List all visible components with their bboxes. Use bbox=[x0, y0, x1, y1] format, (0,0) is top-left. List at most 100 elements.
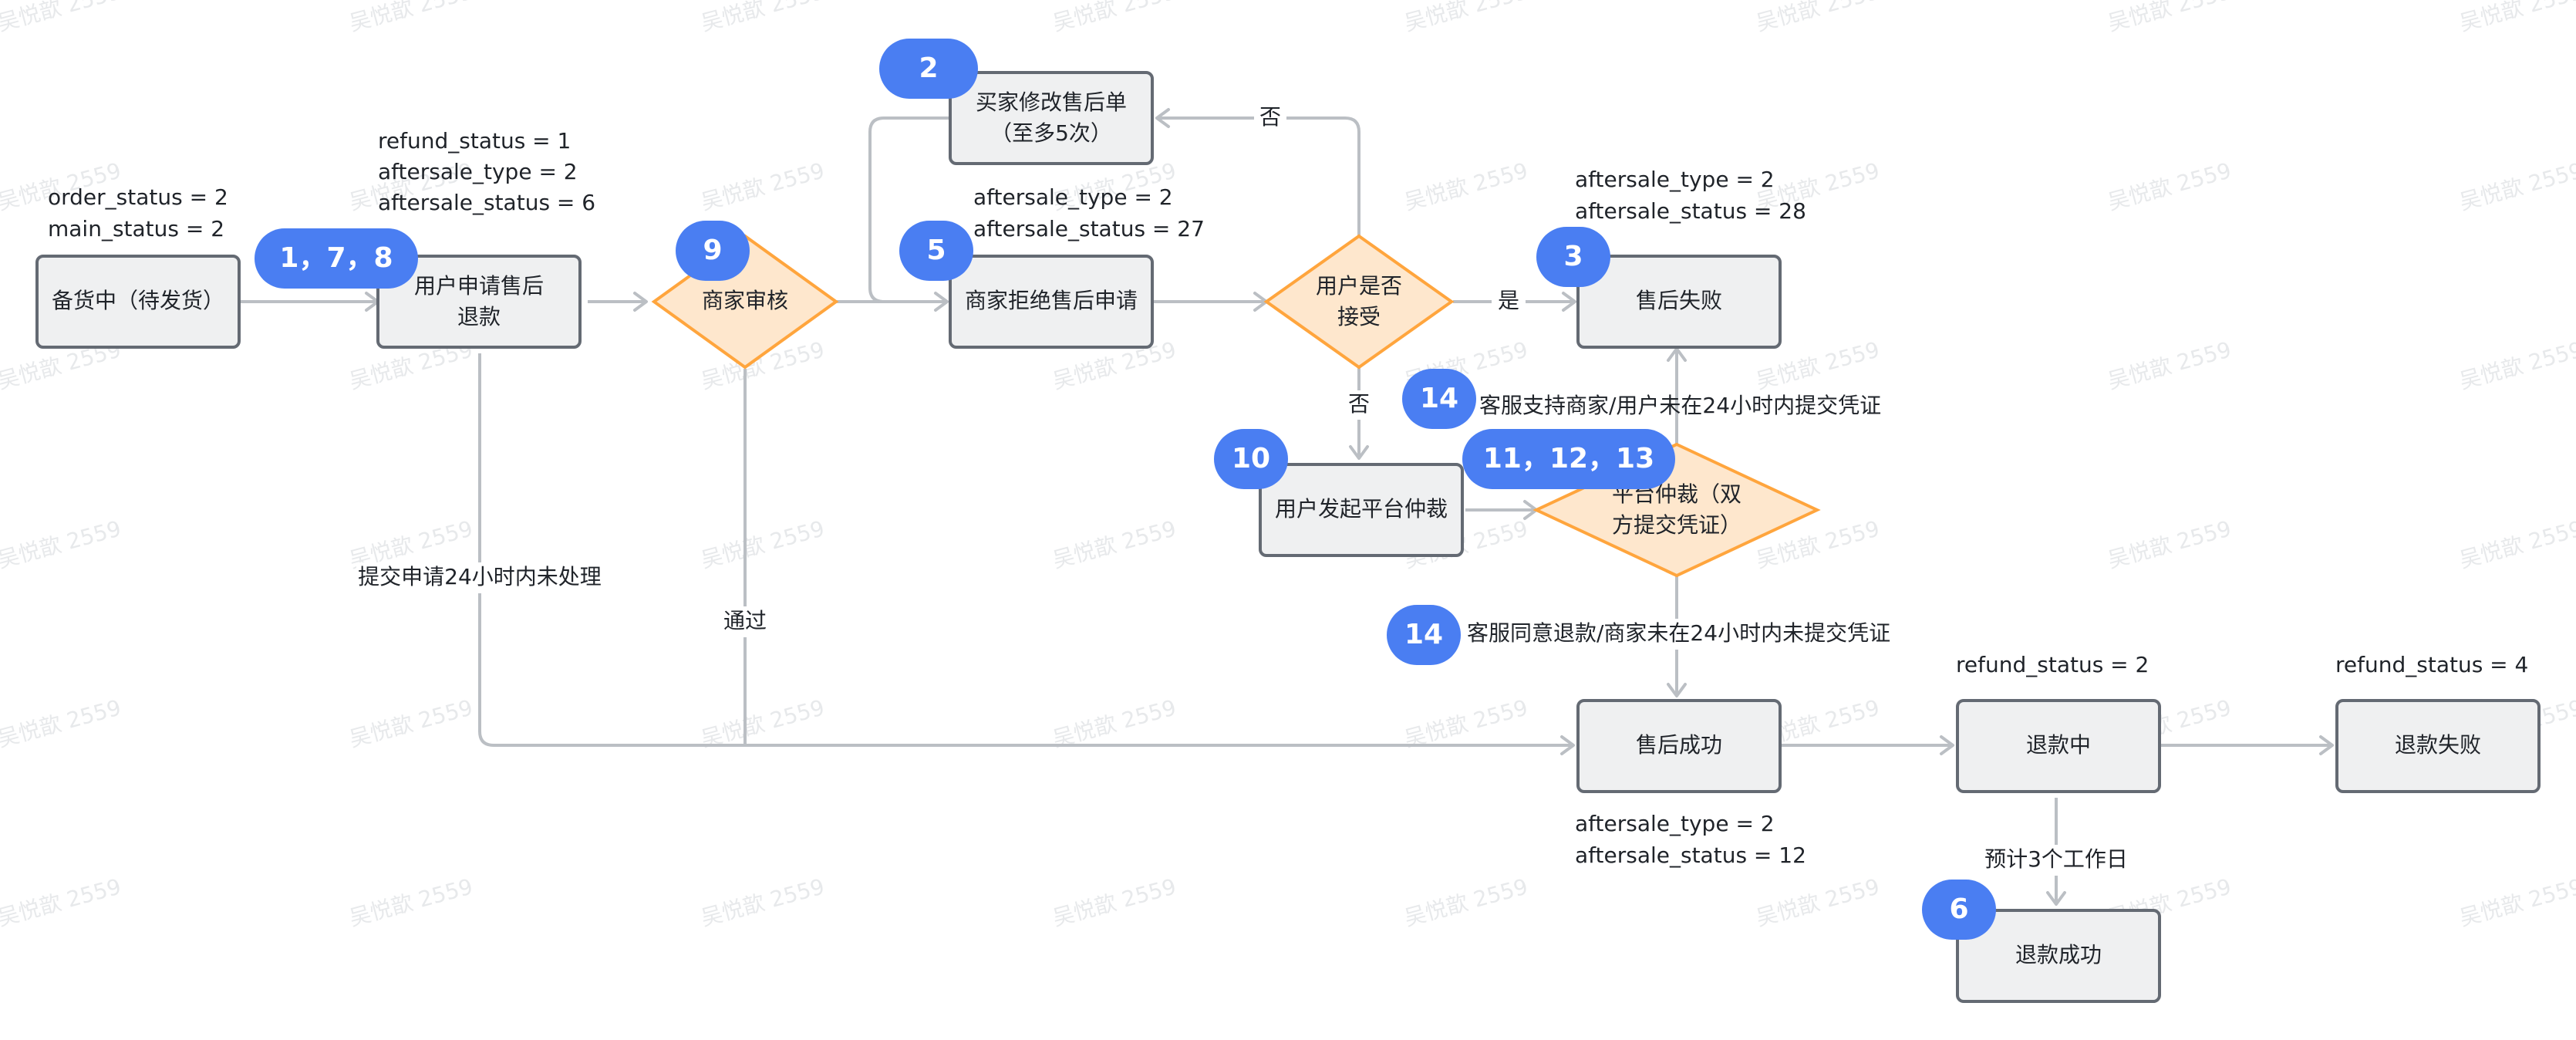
node-refunding[interactable]: 退款中 bbox=[1956, 699, 2161, 793]
edge-label-cs-support: 客服支持商家/用户未在24小时内提交凭证 bbox=[1479, 393, 1881, 418]
edge-label-no-down: 否 bbox=[1348, 391, 1370, 417]
node-refund-fail[interactable]: 退款失败 bbox=[2335, 699, 2541, 793]
watermark-text: 吴悦歆 2559 bbox=[698, 515, 827, 572]
watermark-text: 吴悦歆 2559 bbox=[1050, 515, 1178, 572]
annotation-refund-status-4: refund_status = 4 bbox=[2335, 652, 2528, 677]
annotation-main-status: main_status = 2 bbox=[48, 216, 224, 241]
arrowhead-icon bbox=[934, 292, 949, 312]
badge-14-support-text: 14 bbox=[1420, 383, 1458, 414]
watermark-text: 吴悦歆 2559 bbox=[1753, 0, 1882, 36]
badge-14-agree: 14 bbox=[1387, 605, 1461, 665]
watermark-text: 吴悦歆 2559 bbox=[2456, 873, 2576, 930]
node-aftersale-fail[interactable]: 售后失败 bbox=[1576, 255, 1782, 349]
connectors bbox=[241, 108, 2334, 906]
node-user-apply[interactable]: 用户申请售后 退款 bbox=[376, 255, 582, 349]
arrowhead-icon bbox=[633, 292, 648, 312]
nodes: 备货中（待发货） 用户申请售后 退款 商家审核 买家修改售后单 （至多5次） 商… bbox=[35, 71, 2541, 1003]
badge-10: 10 bbox=[1214, 429, 1288, 489]
watermark-text: 吴悦歆 2559 bbox=[1401, 0, 1530, 36]
node-aftersale-success-label: 售后成功 bbox=[1636, 732, 1722, 758]
badge-9: 9 bbox=[676, 221, 750, 281]
watermark-text: 吴悦歆 2559 bbox=[2105, 0, 2234, 36]
arrowhead-icon bbox=[2319, 735, 2334, 755]
edge-label-no-top: 否 bbox=[1259, 104, 1281, 130]
badge-6-text: 6 bbox=[1949, 893, 1968, 925]
node-aftersale-fail-label: 售后失败 bbox=[1636, 288, 1722, 313]
watermark-text: 吴悦歆 2559 bbox=[346, 0, 475, 36]
badge-1-7-8-text: 1，7，8 bbox=[279, 242, 393, 274]
node-refund-success[interactable]: 退款成功 bbox=[1956, 909, 2161, 1003]
badge-6: 6 bbox=[1922, 880, 1996, 940]
badge-9-text: 9 bbox=[703, 235, 722, 266]
badge-14-support: 14 bbox=[1402, 369, 1476, 429]
badge-11-12-13: 11，12，13 bbox=[1462, 429, 1675, 489]
annotation-aftersale-status-6: aftersale_status = 6 bbox=[378, 190, 595, 215]
node-refunding-label: 退款中 bbox=[2026, 732, 2091, 758]
watermark-text: 吴悦歆 2559 bbox=[0, 873, 123, 930]
node-user-arbitration[interactable]: 用户发起平台仲裁 bbox=[1259, 463, 1464, 557]
arrowhead-icon bbox=[1349, 445, 1369, 460]
arrowhead-icon bbox=[1560, 735, 1575, 755]
watermark-text: 吴悦歆 2559 bbox=[1401, 694, 1530, 751]
watermark-text: 吴悦歆 2559 bbox=[1050, 694, 1178, 751]
node-refund-fail-label: 退款失败 bbox=[2395, 732, 2481, 758]
watermark-text: 吴悦歆 2559 bbox=[698, 0, 827, 36]
arrowhead-icon bbox=[1562, 292, 1576, 312]
badge-1-7-8: 1，7，8 bbox=[255, 228, 418, 289]
edge-label-pass: 通过 bbox=[723, 608, 767, 633]
watermark-text: 吴悦歆 2559 bbox=[0, 515, 123, 572]
watermark-text: 吴悦歆 2559 bbox=[698, 873, 827, 930]
watermark-text: 吴悦歆 2559 bbox=[1050, 0, 1178, 36]
watermark-text: 吴悦歆 2559 bbox=[2456, 0, 2576, 36]
watermark-text: 吴悦歆 2559 bbox=[698, 694, 827, 751]
watermark-text: 吴悦歆 2559 bbox=[1401, 873, 1530, 930]
edge-label-yes: 是 bbox=[1498, 288, 1519, 313]
step-badges: 1，7，8 2 9 5 3 14 10 11，12，13 bbox=[255, 39, 1996, 940]
node-merchant-review-label: 商家审核 bbox=[702, 288, 788, 313]
badge-11-12-13-text: 11，12，13 bbox=[1483, 443, 1654, 474]
node-user-accept-line2: 接受 bbox=[1337, 304, 1381, 329]
node-aftersale-success[interactable]: 售后成功 bbox=[1576, 699, 1782, 793]
node-user-accept-line1: 用户是否 bbox=[1316, 273, 1402, 299]
node-stocking-label: 备货中（待发货） bbox=[52, 288, 224, 313]
watermark-text: 吴悦歆 2559 bbox=[2456, 515, 2576, 572]
node-user-apply-line2: 退款 bbox=[457, 304, 501, 329]
watermark-text: 吴悦歆 2559 bbox=[1401, 157, 1530, 214]
watermark-text: 吴悦歆 2559 bbox=[0, 694, 123, 751]
edge-label-3days: 预计3个工作日 bbox=[1984, 846, 2128, 872]
node-buyer-modify[interactable]: 买家修改售后单 （至多5次） bbox=[949, 71, 1154, 165]
annotation-aftersale-type-success: aftersale_type = 2 bbox=[1575, 811, 1775, 836]
badge-5-text: 5 bbox=[926, 235, 946, 266]
edge-labels: 否 是 否 提交申请24小时内未处理 通过 客服支持商家/用户未在24小时内提交… bbox=[356, 103, 2129, 876]
node-user-accept[interactable]: 用户是否 接受 bbox=[1263, 234, 1455, 370]
watermark-text: 吴悦歆 2559 bbox=[2105, 157, 2234, 214]
annotation-aftersale-status-12: aftersale_status = 12 bbox=[1575, 842, 1806, 868]
badge-3-text: 3 bbox=[1563, 241, 1583, 272]
arrowhead-icon bbox=[2046, 891, 2066, 906]
node-merchant-reject[interactable]: 商家拒绝售后申请 bbox=[949, 255, 1154, 349]
annotation-aftersale-status-28: aftersale_status = 28 bbox=[1575, 198, 1806, 224]
edge-label-cs-agree: 客服同意退款/商家未在24小时内未提交凭证 bbox=[1467, 620, 1890, 646]
edge-modify-to-reject bbox=[868, 116, 949, 303]
watermark-text: 吴悦歆 2559 bbox=[698, 157, 827, 214]
watermark-text: 吴悦歆 2559 bbox=[346, 694, 475, 751]
watermark-text: 吴悦歆 2559 bbox=[2456, 336, 2576, 393]
badge-5: 5 bbox=[899, 221, 973, 281]
watermark-text: 吴悦歆 2559 bbox=[1050, 873, 1178, 930]
annotation-order-status: order_status = 2 bbox=[48, 184, 228, 210]
node-stocking[interactable]: 备货中（待发货） bbox=[35, 255, 241, 349]
edge-label-timeout: 提交申请24小时内未处理 bbox=[358, 564, 602, 589]
node-merchant-reject-label: 商家拒绝售后申请 bbox=[965, 288, 1138, 313]
badge-2: 2 bbox=[879, 39, 978, 99]
annotation-aftersale-type-apply: aftersale_type = 2 bbox=[378, 159, 578, 184]
badge-14-agree-text: 14 bbox=[1404, 619, 1443, 650]
arrowhead-icon bbox=[1940, 735, 1954, 755]
badge-2-text: 2 bbox=[919, 52, 938, 84]
node-platform-arbitration-line2: 方提交凭证） bbox=[1612, 512, 1741, 538]
annotation-aftersale-status-27: aftersale_status = 27 bbox=[973, 216, 1205, 241]
watermark-text: 吴悦歆 2559 bbox=[2105, 515, 2234, 572]
watermark-text: 吴悦歆 2559 bbox=[346, 873, 475, 930]
annotation-refund-status-2: refund_status = 2 bbox=[1956, 652, 2149, 677]
node-buyer-modify-line2: （至多5次） bbox=[990, 120, 1112, 146]
